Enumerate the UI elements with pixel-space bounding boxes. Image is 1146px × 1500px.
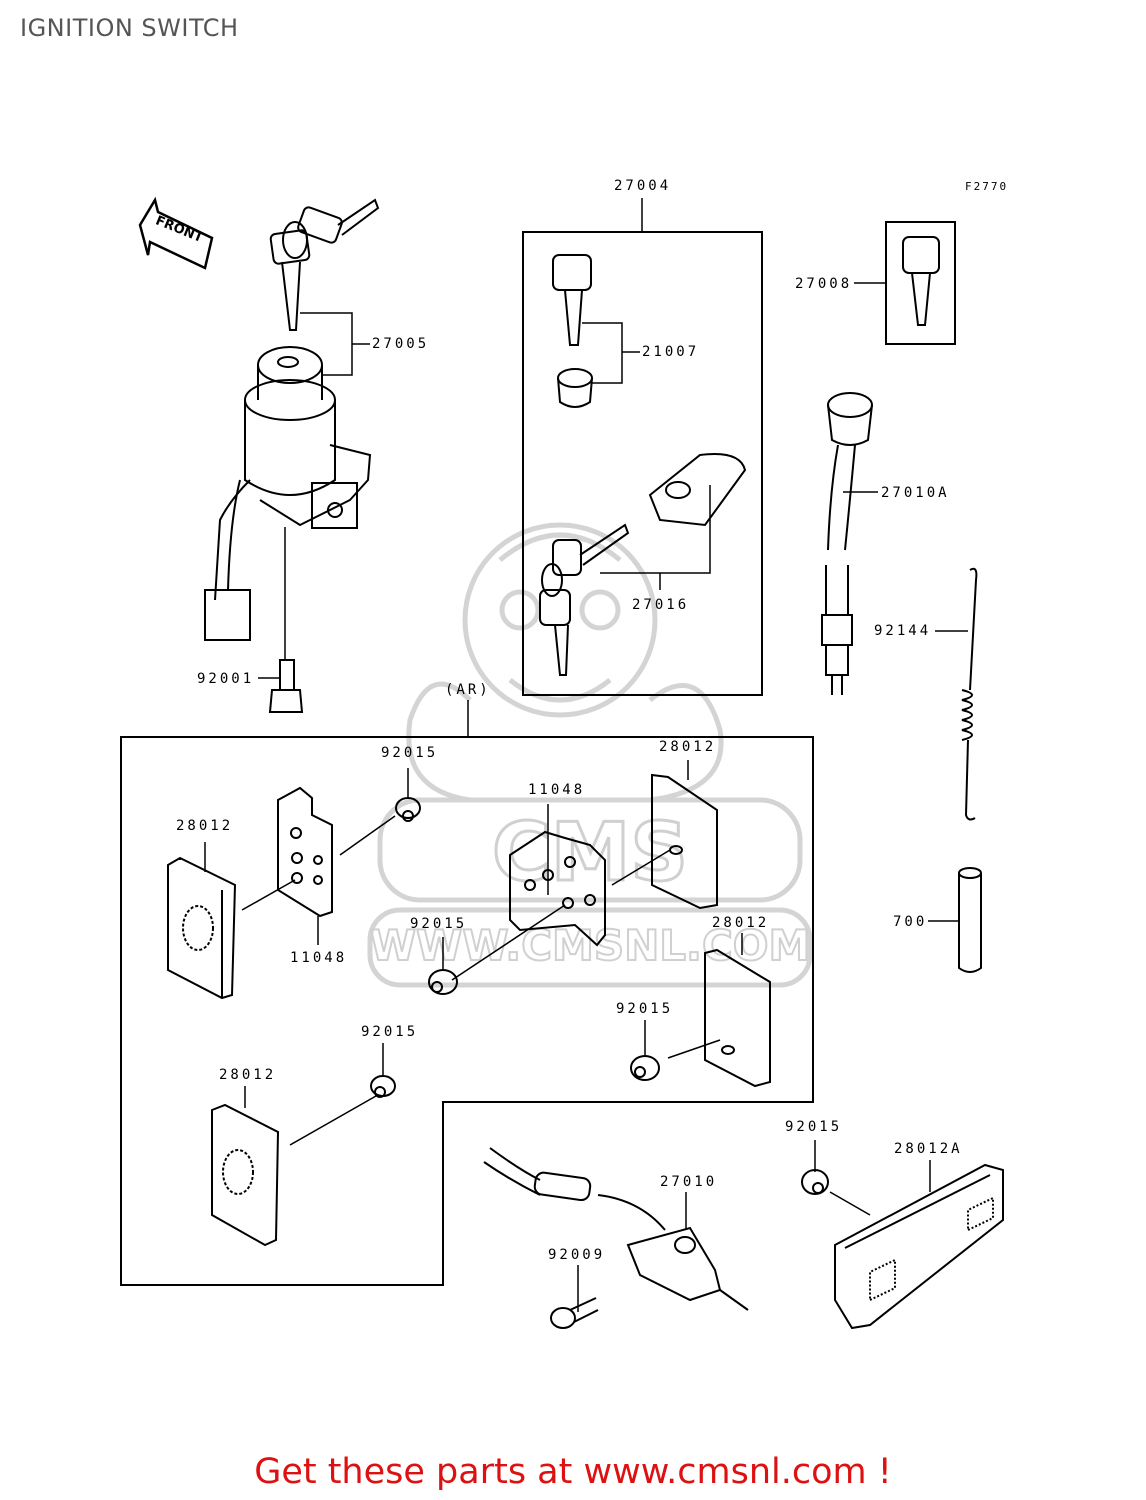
part-ar-label: (AR) [445,682,491,698]
part-92015-b-label: 92015 [410,916,468,932]
part-92015-c-label: 92015 [616,1001,674,1017]
screw-92009-icon [550,1297,599,1329]
nut-92015-b-icon [428,969,458,995]
part-27005-label: 27005 [372,336,430,352]
ar-group-box [120,736,814,1286]
figure-ref-label: F2770 [965,180,1009,193]
cylinder-21007-icon [557,368,593,408]
part-92144-label: 92144 [874,623,932,639]
footer-suffix: ! [866,1452,892,1492]
front-arrow-icon [138,196,214,270]
part-27010a-label: 27010A [881,485,950,501]
part-700-label: 700 [893,914,928,930]
nut-92015-e-icon [801,1169,829,1195]
part-27004-label: 27004 [614,178,672,194]
lock-27016-icon [648,453,747,527]
part-92015-d-label: 92015 [361,1024,419,1040]
spring-92144-icon [961,567,978,821]
part-27016-label: 27016 [632,597,690,613]
part-28012a-label: 28012A [894,1141,963,1157]
keys-27016-icon [539,523,630,676]
nut-92015-c-icon [630,1055,660,1081]
reflector-28012a-icon [834,1163,1004,1330]
part-28012-d-label: 28012 [219,1067,277,1083]
tube-700-icon [958,867,982,973]
watermark-logo [367,522,813,988]
nut-92015-d-icon [370,1075,396,1098]
reflector-28012-d-icon [211,1103,280,1247]
part-27010-label: 27010 [660,1174,718,1190]
part-92001-label: 92001 [197,671,255,687]
part-28012-a-label: 28012 [176,818,234,834]
ignition-keys-icon [269,198,380,331]
watermark-brand: CMS [492,806,688,899]
ignition-switch-icon [204,346,372,641]
switch-27010-icon [483,1147,749,1311]
screw-92001-icon [268,659,304,713]
part-92009-label: 92009 [548,1247,606,1263]
key-21007-icon [552,254,592,346]
key-27008-icon [902,236,940,326]
leader-lines [204,198,968,1312]
part-27008-label: 27008 [795,276,853,292]
part-28012-b-label: 28012 [659,739,717,755]
footer-prefix: Get these parts at [254,1452,584,1492]
front-arrow-label: FRONT [153,213,205,246]
part-92015-e-label: 92015 [785,1119,843,1135]
switch-27010a-icon [821,392,873,695]
part-11048-a-label: 11048 [290,950,348,966]
page-title: IGNITION SWITCH [20,14,239,42]
bracket-11048-a-icon [277,786,333,918]
part-92015-a-label: 92015 [381,745,439,761]
part-11048-b-label: 11048 [528,782,586,798]
footer-link[interactable]: www.cmsnl.com [583,1452,867,1492]
reflector-28012-a-icon [167,856,237,1000]
footer-promo: Get these parts at www.cmsnl.com ! [0,1452,1146,1492]
part-21007-label: 21007 [642,344,700,360]
reflector-28012-c-icon [704,948,771,1088]
part-28012-c-label: 28012 [712,915,770,931]
